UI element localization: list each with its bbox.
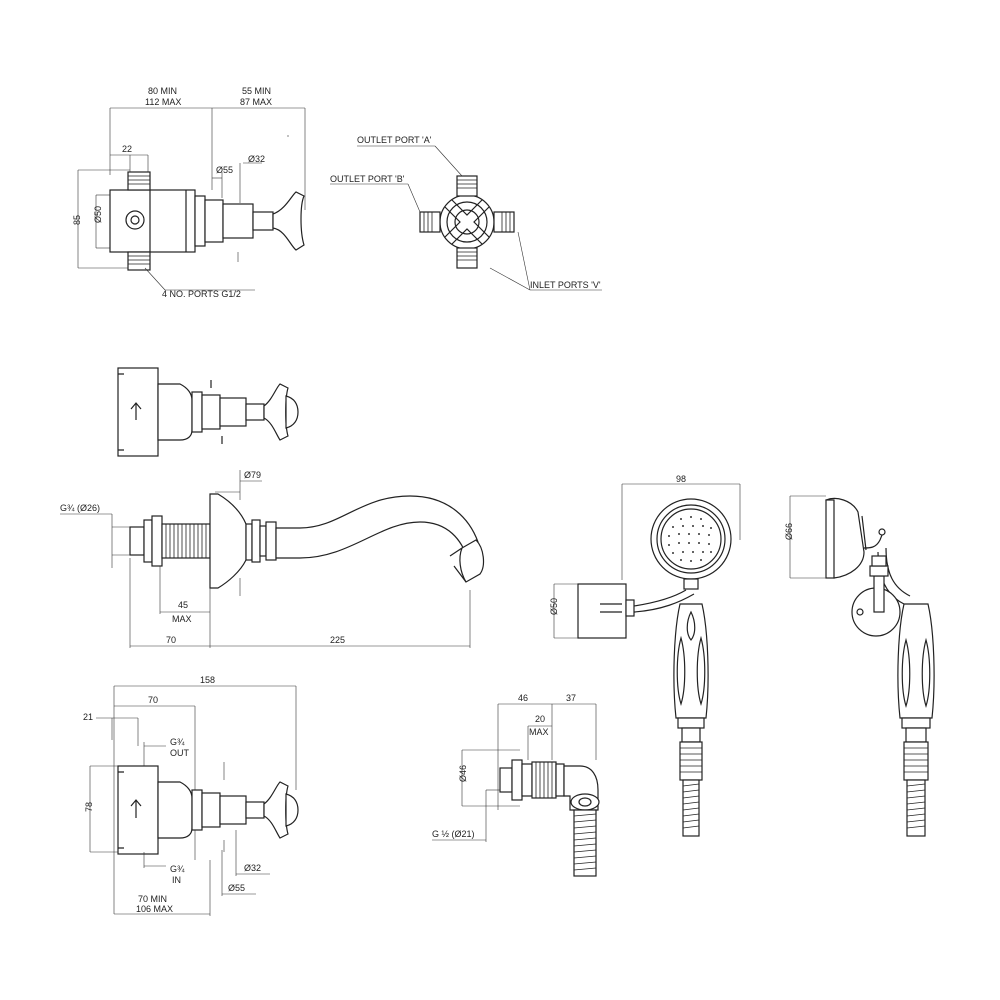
- shower-dim-98: 98: [676, 474, 686, 484]
- valve-dim-70-min: 70 MIN: [138, 894, 167, 904]
- elbow-dim-37: 37: [566, 693, 576, 703]
- elbow-dim-g12: G ½ (Ø21): [432, 829, 475, 839]
- spout-dim-225: 225: [330, 635, 345, 645]
- dim-55-min: 55 MIN: [242, 86, 271, 96]
- valve-end-view: OUTLET PORT 'A' OUTLET PORT 'B' INLET PO…: [330, 135, 602, 291]
- valve-dim-106-max: 106 MAX: [136, 904, 173, 914]
- spout-dim-d79: Ø79: [244, 470, 261, 480]
- valve-dim-78: 78: [84, 802, 94, 812]
- dim-d50: Ø50: [93, 206, 103, 223]
- dim-22: 22: [122, 144, 132, 154]
- dim-d55-side: Ø55: [216, 165, 233, 175]
- spray-holes: [668, 516, 712, 562]
- valve-g34-in-1: G¾: [170, 864, 185, 874]
- ports-note: 4 NO. PORTS G1/2: [162, 289, 241, 299]
- valve-dim-d55: Ø55: [228, 883, 245, 893]
- inlet-ports-v: INLET PORTS 'V': [530, 280, 601, 290]
- hand-shower-side: Ø66: [784, 495, 935, 837]
- elbow-dim-46: 46: [518, 693, 528, 703]
- dim-112-max: 112 MAX: [145, 97, 181, 107]
- spout-dim-45: 45: [178, 600, 188, 610]
- outlet-port-b: OUTLET PORT 'B': [330, 174, 405, 184]
- valve-g34-out-2: OUT: [170, 748, 190, 758]
- valve-dim-70-top: 70: [148, 695, 158, 705]
- dim-80-min: 80 MIN: [148, 86, 177, 96]
- outlet-port-a: OUTLET PORT 'A': [357, 135, 432, 145]
- valve-dim-21: 21: [83, 712, 93, 722]
- valve-g34-out-1: G¾: [170, 737, 185, 747]
- spout-dim-max: MAX: [172, 614, 192, 624]
- shower-dim-d66: Ø66: [784, 523, 794, 540]
- spout-dim-70: 70: [166, 635, 176, 645]
- wall-elbow: 46 37 20 MAX Ø46: [432, 693, 600, 877]
- dim-85: 85: [72, 215, 82, 225]
- valve-dim-d32: Ø32: [244, 863, 261, 873]
- dim-87-max: 87 MAX: [240, 97, 272, 107]
- elbow-dim-max: MAX: [529, 727, 549, 737]
- hand-shower-front: 98: [549, 474, 741, 837]
- valve-elevation-dimensioned: 158 70 21 G¾ OUT 78: [83, 675, 299, 916]
- elbow-dim-d46: Ø46: [458, 765, 468, 782]
- valve-side-view: 80 MIN 112 MAX 55 MIN 87 MAX 22 85 Ø50: [72, 86, 306, 299]
- elbow-dim-20: 20: [535, 714, 545, 724]
- wall-spout: Ø79 G¾ (Ø26) 45 MAX 70 225: [60, 470, 485, 648]
- valve-elevation-small: [117, 367, 299, 457]
- shower-dim-d50: Ø50: [549, 598, 559, 615]
- dim-d32-side: Ø32: [248, 154, 265, 164]
- valve-g34-in-2: IN: [172, 875, 181, 885]
- spout-dim-g34: G¾ (Ø26): [60, 503, 100, 513]
- valve-dim-158: 158: [200, 675, 215, 685]
